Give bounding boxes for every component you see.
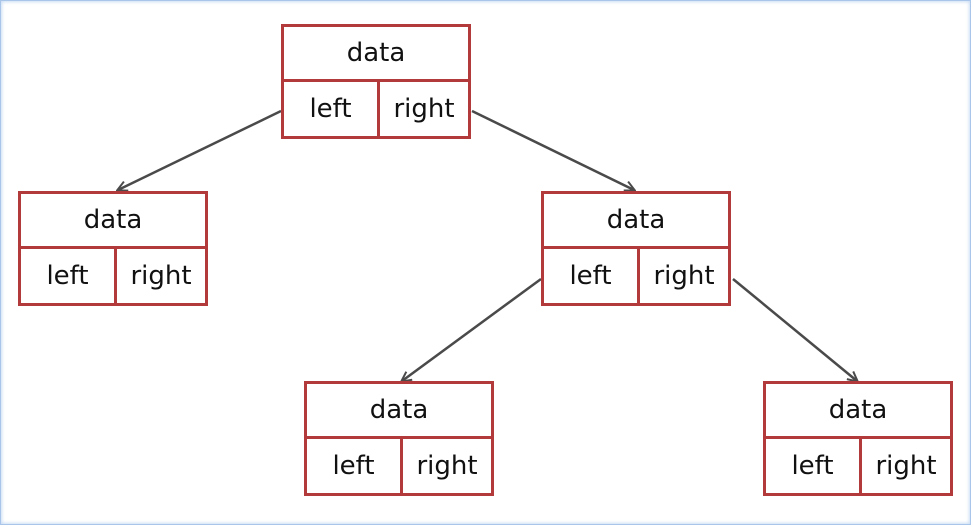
node-right-pointer: right [653, 261, 715, 291]
tree-node-root-right: data left right [541, 191, 731, 306]
tree-node-root: data left right [281, 24, 471, 139]
tree-node-root-right-right: data left right [763, 381, 953, 496]
node-left-pointer: left [544, 249, 640, 303]
node-left-pointer: left [307, 439, 403, 493]
node-left-pointer: left [766, 439, 862, 493]
node-data-field: data [284, 27, 468, 82]
tree-node-root-right-left: data left right [304, 381, 494, 496]
node-data-field: data [21, 194, 205, 249]
node-right-pointer: right [416, 451, 478, 481]
edge-right-to-left-child [402, 277, 542, 381]
node-left-pointer: left [284, 82, 380, 136]
edge-right-to-right-child [732, 278, 857, 381]
node-data-field: data [307, 384, 491, 439]
edge-root-to-right [471, 109, 634, 190]
edge-root-to-left [118, 109, 282, 190]
tree-node-root-left: data left right [18, 191, 208, 306]
node-right-pointer: right [875, 451, 937, 481]
node-data-field: data [766, 384, 950, 439]
node-right-pointer: right [393, 94, 455, 124]
node-left-pointer: left [21, 249, 117, 303]
node-data-field: data [544, 194, 728, 249]
node-right-pointer: right [130, 261, 192, 291]
